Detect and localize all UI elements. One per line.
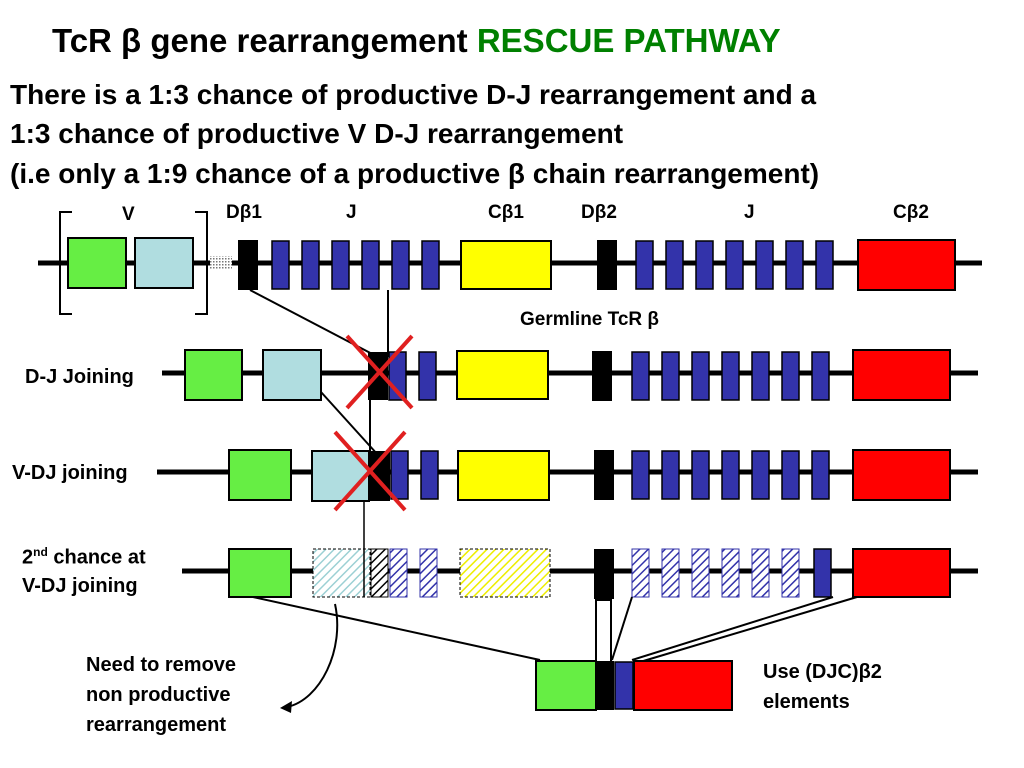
intro-line-3: (i.e only a 1:9 chance of a productive β… [10,158,820,189]
bracket-icon [59,211,72,315]
c-beta1-segment [460,240,552,290]
final-product [535,660,733,711]
dj-joining-row [162,334,978,410]
row-label-second-chance: 2nd chance at [22,545,146,569]
connector-line [252,596,541,661]
connector-line [611,596,633,661]
connector-line [320,391,379,456]
intro-line-2: 1:3 chance of productive V D-J rearrange… [10,118,624,149]
label-j1: J [346,202,357,223]
row-label-vdj: V-DJ joining [12,462,128,484]
dotted-spacer [210,256,232,270]
j1-segments [271,240,440,290]
label-v: V [122,204,135,225]
red-x-cross-icon [333,430,407,512]
v-segment-lightblue [134,237,194,289]
c-beta2-segment [857,239,956,291]
second-chance-row [182,548,978,599]
d-beta2-segment [597,240,617,290]
label-c-beta1: Cβ1 [488,202,524,223]
note-use-1: Use (DJC)β2 [763,661,882,683]
label-j2: J [744,202,755,223]
title-highlight: RESCUE PATHWAY [476,22,781,59]
germline-row [38,211,982,315]
connector-line [631,596,834,661]
curved-arrow-icon [280,603,339,713]
row-label-second-chance-2: V-DJ joining [22,575,138,597]
vdj-joining-row [157,430,978,512]
red-x-cross-icon [345,334,414,410]
d-beta1-segment [238,240,258,290]
label-c-beta2: Cβ2 [893,202,929,223]
note-remove-2: non productive [86,684,231,706]
germline-label: Germline TcR β [520,309,660,330]
v-segment-green [67,237,127,289]
row-label-dj: D-J Joining [25,366,134,388]
intro-line-1: There is a 1:3 chance of productive D-J … [10,79,817,110]
label-d-beta2: Dβ2 [581,202,617,223]
note-remove-1: Need to remove [86,654,237,676]
label-d-beta1: Dβ1 [226,202,262,223]
bracket-icon [195,211,208,315]
page-title: TcR β gene rearrangement RESCUE PATHWAY [52,22,781,59]
note-use-2: elements [763,691,850,713]
connector-line [639,596,858,663]
j2-segments [635,240,834,290]
note-remove-3: rearrangement [86,714,227,736]
connector-bar [595,599,612,663]
